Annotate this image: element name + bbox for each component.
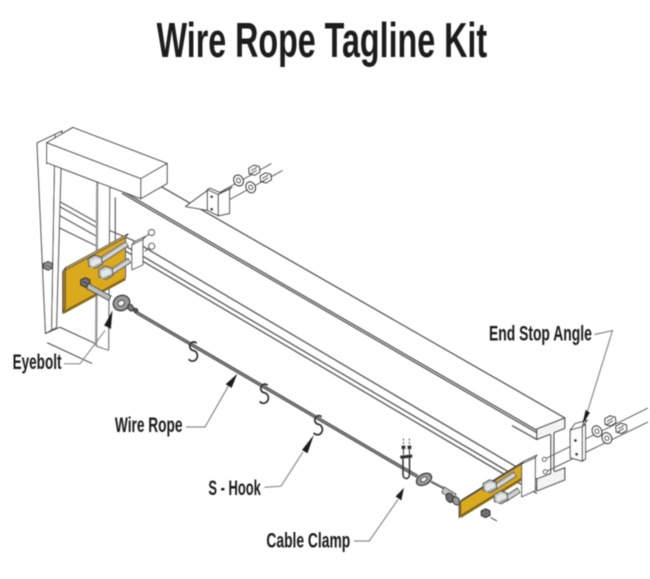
svg-text:Wire Rope Tagline Kit: Wire Rope Tagline Kit (157, 13, 487, 68)
svg-text:End Stop Angle: End Stop Angle (489, 321, 592, 345)
svg-text:S - Hook: S - Hook (208, 475, 261, 499)
svg-text:Cable Clamp: Cable Clamp (266, 528, 350, 552)
svg-text:Wire Rope: Wire Rope (115, 412, 183, 436)
svg-text:Eyebolt: Eyebolt (13, 350, 62, 374)
